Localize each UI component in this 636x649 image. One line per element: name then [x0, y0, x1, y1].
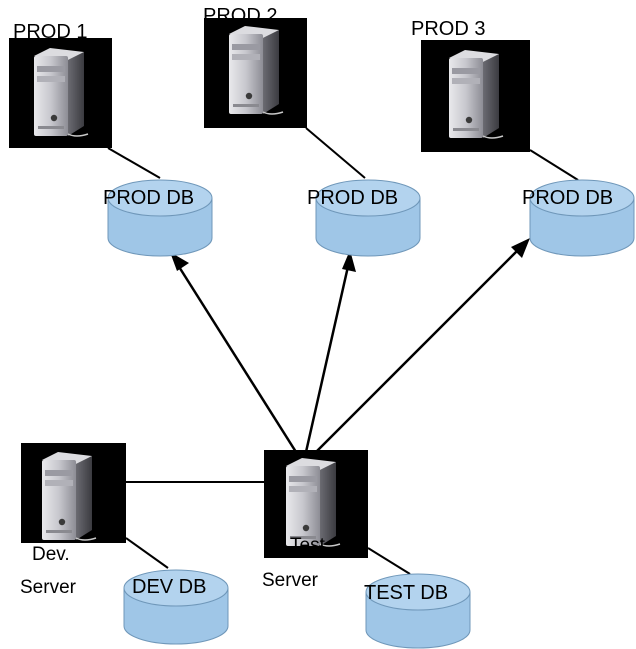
arrowhead-prod-db-3	[511, 238, 530, 258]
arrow-to-prod-db-2	[304, 261, 351, 453]
db-prod-1	[107, 179, 213, 257]
arrow-to-prod-db-1	[174, 261, 298, 453]
test-server-label-line1: Test	[290, 535, 326, 556]
server-prod2	[204, 18, 307, 128]
test-to-testdb-connector	[367, 547, 411, 575]
test-server-label-line2: Server	[262, 570, 319, 591]
db-dev	[123, 569, 229, 645]
prod2-to-db-connector	[305, 127, 366, 179]
deployment-arrows	[170, 238, 530, 453]
dev-db-label: DEV DB	[132, 576, 206, 598]
prod3-to-db-connector	[529, 149, 579, 181]
dev-to-devdb-connector	[125, 537, 169, 569]
test-db-label: TEST DB	[364, 582, 448, 604]
server-prod3	[421, 40, 530, 152]
db-prod-2	[315, 179, 421, 257]
prod-db-3-label: PROD DB	[522, 187, 613, 209]
db-test	[365, 573, 471, 649]
prod-db-2-label: PROD DB	[307, 187, 398, 209]
prod1-label: PROD 1	[13, 21, 87, 43]
plain-connectors	[107, 127, 579, 575]
server-dev	[21, 443, 126, 543]
db-prod-3	[529, 179, 635, 257]
server-prod1	[9, 38, 112, 148]
arrowhead-prod-db-2	[342, 250, 356, 272]
prod2-label: PROD 2	[203, 5, 277, 27]
prod3-label: PROD 3	[411, 18, 485, 40]
prod1-to-db-connector	[107, 147, 161, 179]
prod-db-1-label: PROD DB	[103, 187, 194, 209]
arrow-to-prod-db-3	[315, 245, 523, 453]
dev-server-label-line1: Dev.	[32, 544, 70, 565]
server-test	[264, 450, 368, 558]
arrowhead-prod-db-1	[170, 252, 189, 271]
dev-server-label-line2: Server	[20, 577, 77, 598]
